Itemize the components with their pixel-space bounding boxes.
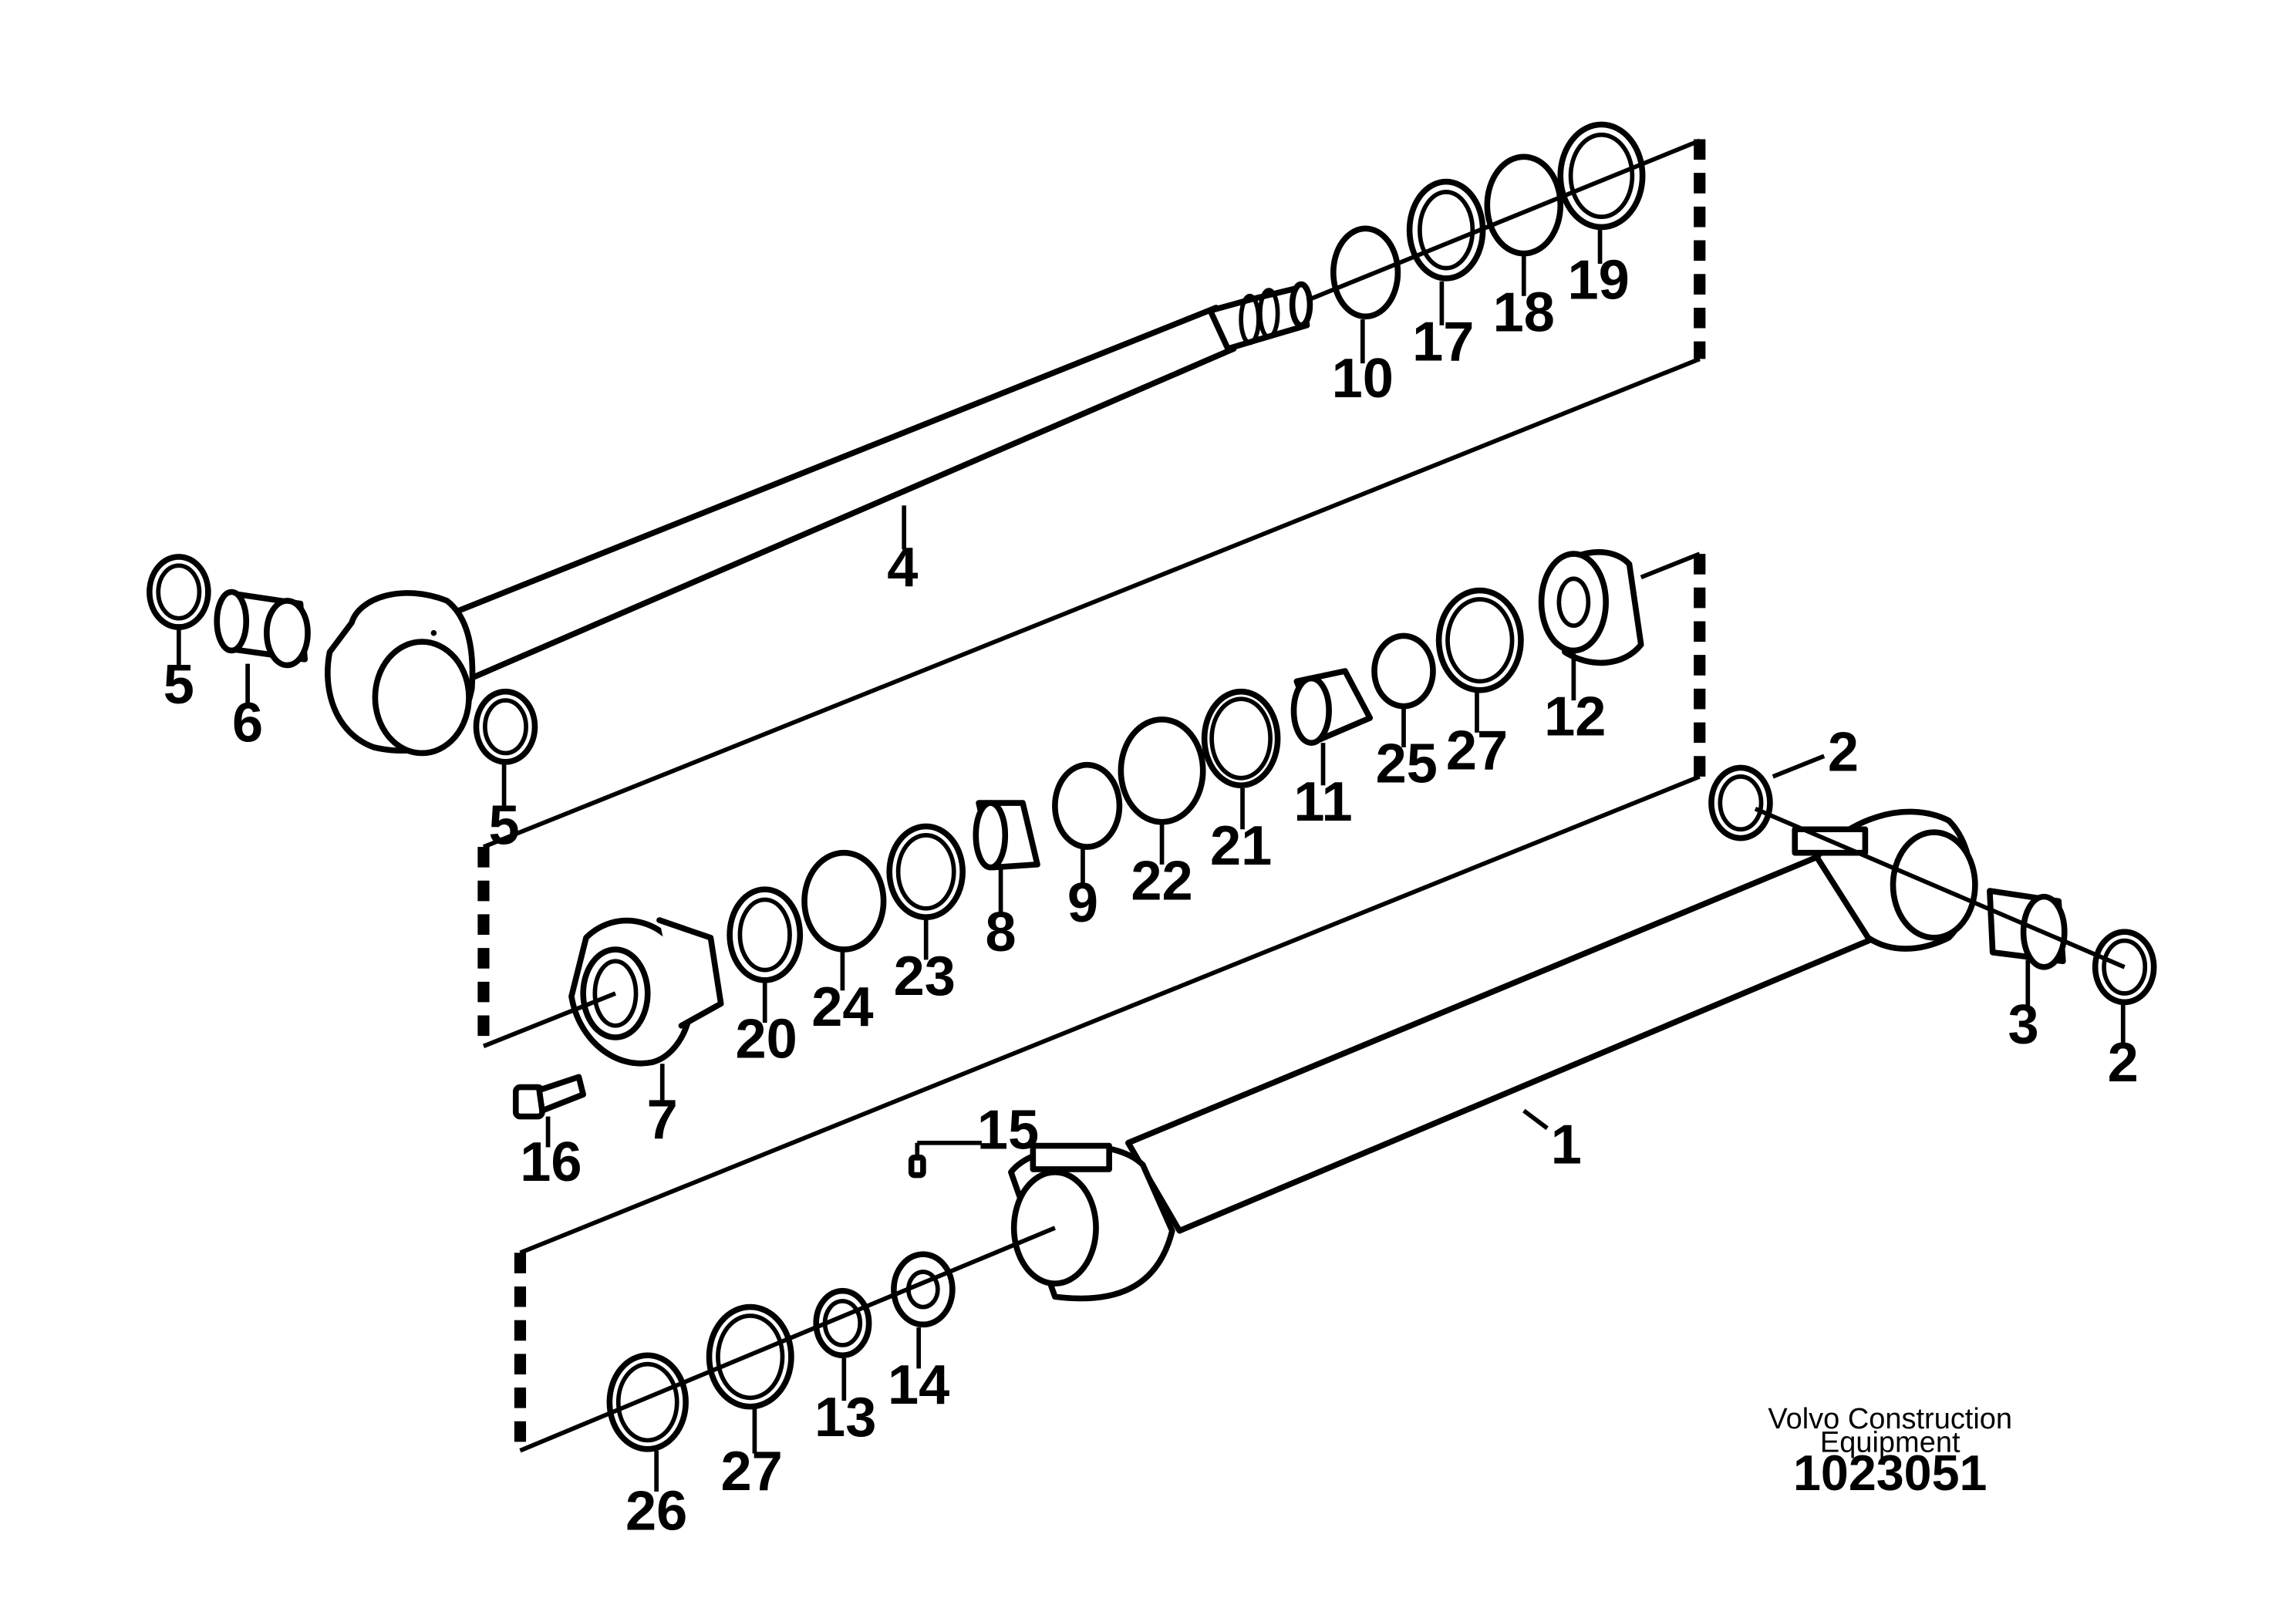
brand-line-1: Volvo Construction [1768, 1403, 2012, 1435]
head-fixing-bolt [512, 1074, 586, 1120]
callout-27-bottom: 27 [720, 1441, 782, 1502]
leader-lines [176, 228, 2126, 1492]
ring-26 [606, 1352, 689, 1452]
piston-rod [414, 281, 1313, 692]
tube-bushing [1987, 888, 2068, 970]
cylinder-head [568, 917, 724, 1067]
ring-23 [886, 823, 966, 921]
ring-19 [1557, 121, 1646, 231]
nut-14 [891, 1251, 956, 1328]
callout-12: 12 [1544, 686, 1606, 748]
callout-9: 9 [1067, 872, 1098, 934]
callout-labels: 1 2 2 3 4 5 5 6 7 8 9 10 11 12 13 14 15 … [164, 250, 2139, 1543]
snap-ring-9 [1052, 761, 1123, 850]
ring-25 [1371, 632, 1436, 710]
callout-13: 13 [814, 1387, 876, 1448]
callout-6: 6 [232, 692, 263, 754]
callout-26: 26 [625, 1480, 687, 1542]
stop-ring-11 [1290, 668, 1374, 746]
brand-line-2: Equipment [1820, 1427, 1961, 1459]
piston [1538, 549, 1644, 666]
rod-eye-bushing [214, 588, 311, 669]
callout-19: 19 [1568, 250, 1630, 312]
rod-eye [325, 590, 476, 757]
ring-27-middle [1435, 587, 1524, 693]
snap-ring-10 [1330, 225, 1401, 320]
ring-18 [1484, 153, 1564, 257]
callout-8: 8 [986, 902, 1017, 963]
callout-3: 3 [2008, 994, 2039, 1056]
callout-2-top: 2 [1828, 721, 1859, 783]
callout-2-bottom: 2 [2108, 1032, 2139, 1094]
callout-16: 16 [520, 1131, 582, 1193]
ring-21 [1201, 688, 1281, 789]
reference-number: 1023051 [1793, 1445, 1987, 1501]
callout-10: 10 [1332, 348, 1394, 410]
bushing-8 [973, 800, 1040, 871]
callout-22: 22 [1131, 850, 1192, 912]
callout-4: 4 [887, 537, 918, 599]
tube-seal-top [1708, 764, 1773, 841]
callout-7: 7 [647, 1089, 678, 1151]
callout-27-middle: 27 [1446, 720, 1508, 781]
title-block: Volvo Construction Equipment 1023051 [1768, 1403, 2012, 1501]
callout-18: 18 [1493, 282, 1555, 343]
callout-14: 14 [888, 1354, 949, 1416]
callout-11: 11 [1293, 771, 1352, 833]
callout-15: 15 [977, 1099, 1039, 1161]
callout-25: 25 [1376, 733, 1438, 795]
callout-5-right: 5 [488, 794, 519, 856]
grease-nipple [908, 1154, 926, 1179]
callout-17: 17 [1412, 311, 1474, 373]
ring-22 [1118, 716, 1206, 825]
washer-13 [813, 1287, 872, 1359]
callout-24: 24 [811, 976, 873, 1038]
ring-17 [1406, 178, 1486, 282]
callout-20: 20 [735, 1009, 797, 1071]
rod-eye-seal-right [473, 688, 538, 765]
ring-24 [801, 849, 887, 953]
callout-5-left: 5 [164, 654, 194, 716]
callout-23: 23 [894, 946, 956, 1007]
seal-20 [727, 886, 804, 983]
rod-eye-seal-left [147, 554, 211, 630]
cylinder-tube [1008, 808, 1978, 1302]
callout-1: 1 [1551, 1114, 1582, 1175]
callout-21: 21 [1210, 815, 1272, 877]
